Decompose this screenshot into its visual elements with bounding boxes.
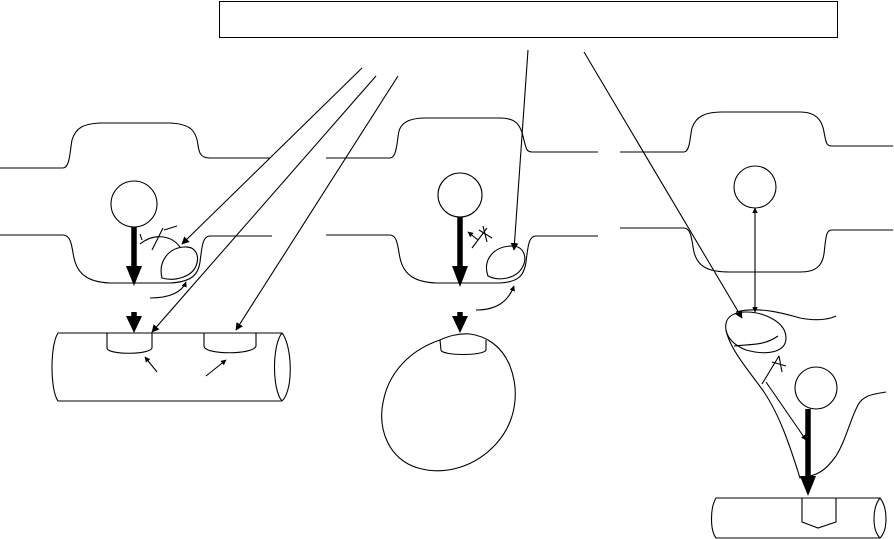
axon-outline-middle <box>326 117 598 159</box>
thick-arrow-head-middle-1 <box>452 266 468 287</box>
cross-mark-left-2 <box>163 225 178 231</box>
receptor-pocket-middle <box>439 339 487 356</box>
receptor-pocket-left-1 <box>106 333 153 354</box>
muscle-cylinder-right-end <box>873 497 881 539</box>
cross-mark-middle-3 <box>482 225 488 243</box>
receptor-arrow-left-1 <box>144 356 158 373</box>
interneuron-left-link <box>139 236 181 248</box>
interneuron-middle <box>486 245 526 280</box>
cross-mark-right-2 <box>771 361 787 367</box>
receptor-pocket-right <box>801 498 837 529</box>
interneuron-left <box>160 246 199 280</box>
pointer-line-5 <box>583 51 743 319</box>
panel-right <box>620 111 893 539</box>
pointer-line-1 <box>181 67 363 245</box>
pointer-line-4 <box>510 49 529 251</box>
muscle-cylinder-left <box>51 332 291 402</box>
axon-outline-middle-lower <box>326 234 598 284</box>
thick-arrow-head-middle-2 <box>452 316 468 333</box>
small-arrow-left <box>149 281 187 299</box>
cross-mark-right-1 <box>761 355 780 385</box>
axon-outline-left-lower <box>0 234 272 284</box>
neuron-body-right-2 <box>794 366 838 410</box>
panel-middle <box>326 117 598 472</box>
neuron-body-middle <box>437 172 483 218</box>
thick-arrow-head-right <box>800 476 816 496</box>
thick-arrow-head-left-2 <box>126 316 142 333</box>
axon-outline-right <box>620 111 893 153</box>
small-arrow-right <box>765 381 807 441</box>
pointer-line-3 <box>235 75 399 331</box>
link-arrow-middle <box>467 231 479 241</box>
receptor-pocket-left-2 <box>203 333 257 354</box>
panel-left <box>0 122 291 402</box>
pointer-line-2 <box>151 75 377 333</box>
pointer-lines <box>151 49 743 333</box>
target-cell-middle <box>381 333 516 472</box>
cross-mark-left-1 <box>151 227 164 251</box>
label-box <box>219 1 838 38</box>
neuron-body-right <box>733 165 777 209</box>
cross-mark-right-3 <box>778 355 783 373</box>
tissue-fold-right <box>725 309 887 479</box>
receptor-arrow-left-2 <box>205 359 227 377</box>
bulb-right <box>725 311 787 354</box>
muscle-cylinder-right <box>710 497 887 539</box>
thick-arrow-head-left-1 <box>126 266 142 286</box>
bulb-right-inner <box>733 335 779 347</box>
muscle-cylinder-left-end <box>274 332 283 402</box>
cross-mark-left-3 <box>139 233 143 241</box>
small-arrow-middle <box>475 285 515 311</box>
neuron-body-left <box>110 180 158 228</box>
axon-outline-left <box>0 122 270 169</box>
axon-outline-right-lower <box>620 227 893 273</box>
